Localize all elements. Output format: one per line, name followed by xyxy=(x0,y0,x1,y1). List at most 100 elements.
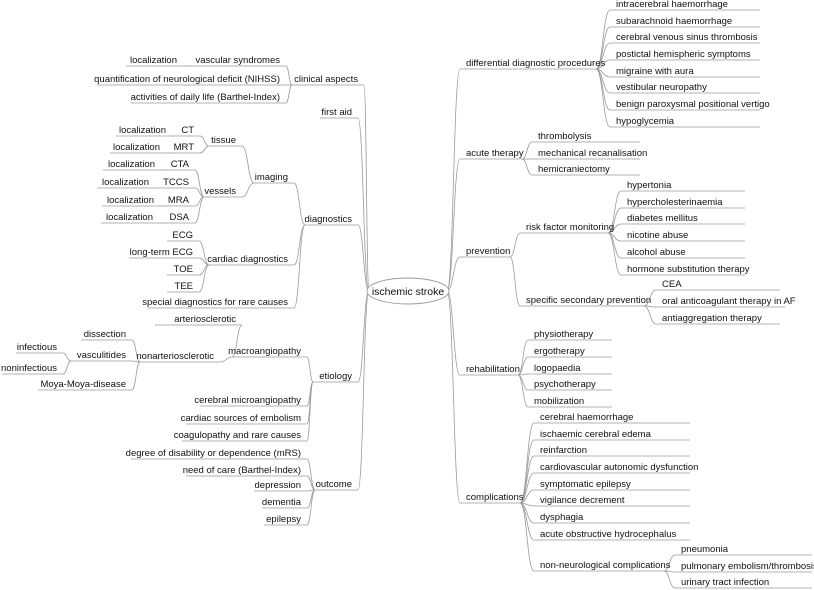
node-noninfectious[interactable]: noninfectious xyxy=(1,363,63,375)
node-vessels[interactable]: vessels xyxy=(204,186,242,198)
node-vascular-loc[interactable]: localization xyxy=(126,55,183,67)
node-c-epi[interactable]: symptomatic epilepsy xyxy=(534,479,690,491)
node-macro[interactable]: macroangiopathy xyxy=(228,346,307,358)
node-c-haem[interactable]: cerebral haemorrhage xyxy=(534,412,690,424)
connector-physio xyxy=(517,339,529,376)
node-micro[interactable]: cerebral microangiopathy xyxy=(194,395,307,407)
node-coag[interactable]: coagulopathy and rare causes xyxy=(174,430,307,442)
node-physio[interactable]: physiotherapy xyxy=(528,329,612,341)
node-c-reinf[interactable]: reinfarction xyxy=(534,445,690,457)
node-mechrecan[interactable]: mechanical recanalisation xyxy=(532,148,647,160)
node-oac[interactable]: oral anticoagulant therapy in AF xyxy=(656,296,796,308)
node-mrs[interactable]: degree of disability or dependence (mRS) xyxy=(126,448,307,460)
node-clinical[interactable]: clinical aspects xyxy=(292,74,364,86)
node-psycho[interactable]: psychotherapy xyxy=(528,379,612,391)
node-label: outcome xyxy=(316,479,352,490)
node-ct-loc[interactable]: localization xyxy=(116,125,172,137)
node-hyperchol[interactable]: hypercholesterinaemia xyxy=(621,197,745,209)
node-antiagg[interactable]: antiaggregation therapy xyxy=(656,313,780,325)
node-c-hydro[interactable]: acute obstructive hydrocephalus xyxy=(534,529,690,541)
node-tccs-loc[interactable]: localization xyxy=(97,177,155,189)
node-mra[interactable]: MRA xyxy=(167,195,195,207)
node-hemicran[interactable]: hemicraniectomy xyxy=(532,164,640,176)
node-needcare[interactable]: need of care (Barthel-Index) xyxy=(183,465,307,477)
node-arterio[interactable]: arteriosclerotic xyxy=(155,314,242,326)
node-vasculitides[interactable]: vasculitides xyxy=(71,350,132,362)
node-uti[interactable]: urinary tract infection xyxy=(675,577,812,589)
node-dissection[interactable]: dissection xyxy=(81,329,132,341)
node-dd-postictal[interactable]: postictal hemispheric symptoms xyxy=(610,49,760,61)
node-dd-vestib[interactable]: vestibular neuropathy xyxy=(610,82,760,94)
node-c-vig[interactable]: vigilance decrement xyxy=(534,495,690,507)
node-nihss[interactable]: quantification of neurological deficit (… xyxy=(94,74,286,86)
node-imaging[interactable]: imaging xyxy=(254,172,294,184)
node-rehab[interactable]: rehabilitation xyxy=(460,364,520,376)
node-ecg[interactable]: ECG xyxy=(167,230,199,242)
node-epilepsy[interactable]: epilepsy xyxy=(264,514,307,526)
connector-tccs xyxy=(194,187,205,198)
node-mrt[interactable]: MRT xyxy=(174,142,200,154)
node-dd-cvst[interactable]: cerebral venous sinus thrombosis xyxy=(610,32,760,44)
node-cardiac[interactable]: cardiac diagnostics xyxy=(207,254,294,266)
node-firstaid[interactable]: first aid xyxy=(320,107,358,119)
node-c-edema[interactable]: ischaemic cerebral edema xyxy=(534,429,690,441)
connector-arterio xyxy=(231,324,243,358)
node-outcome[interactable]: outcome xyxy=(315,479,358,491)
node-alcohol[interactable]: alcohol abuse xyxy=(621,247,745,259)
node-dsa[interactable]: DSA xyxy=(167,212,195,224)
node-diabetes[interactable]: diabetes mellitus xyxy=(621,213,745,225)
node-vascular[interactable]: vascular syndromes xyxy=(190,55,286,67)
node-hormone[interactable]: hormone substitution therapy xyxy=(621,264,750,276)
node-nonarterio[interactable]: nonarteriosclerotic xyxy=(136,351,220,363)
connector-vasculitides xyxy=(131,360,141,363)
node-complications[interactable]: complications xyxy=(460,492,524,504)
node-dementia[interactable]: dementia xyxy=(262,497,307,509)
node-mobil[interactable]: mobilization xyxy=(528,396,612,408)
node-dd-bppv[interactable]: benign paroxysmal positional vertigo xyxy=(610,99,770,111)
node-nonneuro[interactable]: non-neurological complications xyxy=(534,560,671,572)
node-cardemb[interactable]: cardiac sources of embolism xyxy=(181,413,307,425)
node-moya[interactable]: Moya-Moya-disease xyxy=(38,379,132,391)
node-barthel-adl[interactable]: activities of daily life (Barthel-Index) xyxy=(131,92,286,104)
node-etiology[interactable]: etiology xyxy=(313,371,358,383)
node-pneumonia[interactable]: pneumonia xyxy=(675,544,812,556)
node-mrt-loc[interactable]: localization xyxy=(110,142,166,154)
node-ssp[interactable]: specific secondary prevention xyxy=(520,295,651,307)
node-acute[interactable]: acute therapy xyxy=(460,148,524,160)
node-nicotine[interactable]: nicotine abuse xyxy=(621,230,745,242)
node-diffdiag[interactable]: differential diagnostic procedures xyxy=(460,58,605,70)
node-c-dys[interactable]: dysphagia xyxy=(534,512,690,524)
node-rfm[interactable]: risk factor monitoring xyxy=(520,222,614,234)
node-pe[interactable]: pulmonary embolism/thrombosis xyxy=(675,561,814,573)
node-ltecg[interactable]: long-term ECG xyxy=(129,247,199,259)
node-hypertonia[interactable]: hypertonia xyxy=(621,180,745,192)
node-depression[interactable]: depression xyxy=(254,480,307,492)
node-logo[interactable]: logopaedia xyxy=(528,363,612,375)
node-infectious[interactable]: infectious xyxy=(16,342,63,354)
connector-ecg xyxy=(198,240,210,266)
node-dd-migraine[interactable]: migraine with aura xyxy=(610,66,760,78)
node-tccs[interactable]: TCCS xyxy=(162,177,195,189)
node-dd-hypo[interactable]: hypoglycemia xyxy=(610,116,760,128)
node-dsa-loc[interactable]: localization xyxy=(101,212,159,224)
node-c-cad[interactable]: cardiovascular autonomic dysfunction xyxy=(534,462,698,474)
node-ergo[interactable]: ergotherapy xyxy=(528,346,612,358)
node-cea[interactable]: CEA xyxy=(656,279,780,291)
node-diagnostics[interactable]: diagnostics xyxy=(304,214,358,226)
node-cta[interactable]: CTA xyxy=(167,159,195,171)
connector-clinical xyxy=(363,84,370,292)
node-toe[interactable]: TOE xyxy=(167,264,199,276)
node-label: localization xyxy=(119,125,166,136)
node-ct[interactable]: CT xyxy=(178,125,200,137)
node-prevention[interactable]: prevention xyxy=(460,246,510,258)
node-cta-loc[interactable]: localization xyxy=(103,159,161,171)
node-mra-loc[interactable]: localization xyxy=(102,195,160,207)
node-tissue[interactable]: tissue xyxy=(209,135,242,147)
root-node[interactable]: ischemic stroke xyxy=(366,277,450,305)
node-dd-sah[interactable]: subarachnoid haemorrhage xyxy=(610,16,760,28)
node-special[interactable]: special diagnostics for rare causes xyxy=(142,297,294,309)
node-thrombolysis[interactable]: thrombolysis xyxy=(532,131,640,143)
node-dd-ich[interactable]: intracerebral haemorrhage xyxy=(610,0,760,11)
node-tee[interactable]: TEE xyxy=(167,281,199,293)
node-label: special diagnostics for rare causes xyxy=(142,297,288,308)
